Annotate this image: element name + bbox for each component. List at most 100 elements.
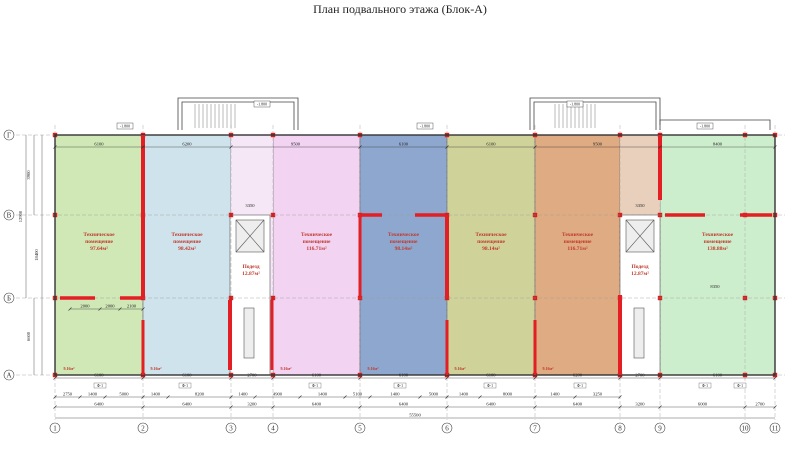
- stair-area-label: 9.16м²: [455, 366, 467, 371]
- landing-label: Подезд: [243, 264, 260, 270]
- room-area: 98.42м²: [178, 246, 196, 252]
- dim-top-value: 6200: [182, 142, 192, 147]
- opening-tag: [93, 382, 107, 389]
- room-label-line1: Техническое: [475, 232, 507, 238]
- landing-label: Подезд: [632, 264, 649, 270]
- grid-axis-label: 1: [53, 425, 57, 433]
- dim-bottom-2-value: 1400: [390, 392, 400, 397]
- dim-bottom-1-value: 6200: [573, 373, 583, 378]
- grid-axis-bubble: [769, 422, 781, 434]
- room-4: [359, 134, 448, 376]
- grid-axis-label: 5: [358, 425, 362, 433]
- dim-left-value: 3900: [26, 170, 31, 180]
- dim-tick: [343, 395, 347, 399]
- dim-mid-value: 3350: [245, 203, 255, 208]
- room-label-line2: помещение: [303, 239, 331, 245]
- partition-walls: [60, 135, 772, 375]
- dim-tick: [141, 145, 145, 149]
- dim-bottom-2-value: 5000: [429, 392, 439, 397]
- outer-walls: [54, 134, 776, 376]
- dim-left-value: 18400: [34, 249, 39, 261]
- dim-tick: [141, 376, 145, 380]
- dim-total-value: 55500: [409, 413, 421, 418]
- dim-bottom-2-value: 1400: [151, 392, 161, 397]
- grid-axis-bubble: [654, 422, 666, 434]
- room-2: [142, 134, 232, 376]
- dim-tick: [368, 395, 372, 399]
- dim-bottom-1-value: 6100: [182, 373, 192, 378]
- dim-left-value: 6600: [26, 331, 31, 341]
- grid-axis-label: 6: [445, 425, 449, 433]
- grid-axis-bubble: [3, 209, 15, 221]
- dim-bottom-2-value: 1400: [550, 392, 560, 397]
- dim-tick: [53, 376, 57, 380]
- dim-bottom-2-value: 1400: [318, 392, 328, 397]
- room-label-line1: Техническое: [388, 232, 420, 238]
- dim-mid-left-value: 2000: [80, 304, 90, 309]
- room-label-line2: помещение: [477, 239, 505, 245]
- column-post: [228, 212, 234, 218]
- opening-tag-label: Ф-1: [487, 384, 493, 388]
- grid-axis-bubble: [3, 129, 15, 141]
- level-mark: [566, 100, 584, 108]
- opening-tag: [698, 382, 712, 389]
- dim-bottom-3-value: 6400: [573, 402, 583, 407]
- level-value: -1.800: [257, 102, 267, 107]
- dim-tick: [229, 145, 233, 149]
- column-post: [228, 295, 234, 301]
- dim-bottom-2-value: 5000: [119, 392, 129, 397]
- dim-bottom-2-value: 1400: [459, 392, 469, 397]
- dim-top-value: 8400: [713, 142, 723, 147]
- dim-tick: [418, 395, 422, 399]
- dim-bottom-1-value: 6100: [486, 373, 496, 378]
- dim-bottom-2-value: 8200: [195, 392, 205, 397]
- dim-mid-value: 3350: [635, 203, 645, 208]
- dim-bottom-2-value: 4900: [273, 392, 283, 397]
- grid-axis-label: 2: [141, 425, 145, 433]
- dim-bottom-3-value: 2700: [755, 402, 765, 407]
- opening-tag: [393, 382, 407, 389]
- grid-axis-label: 8: [618, 425, 622, 433]
- dim-tick: [478, 395, 482, 399]
- dim-bottom-1-value: 6100: [312, 373, 322, 378]
- dim-tick: [141, 395, 145, 399]
- dim-bottom-2-value: 1400: [238, 392, 248, 397]
- dim-bottom-1-value: 6100: [713, 373, 723, 378]
- grid-axis-label: 10: [742, 425, 750, 433]
- grid-axis-bubble: [3, 369, 15, 381]
- room-label-line1: Техническое: [702, 232, 734, 238]
- grid-axis-bubble: [49, 422, 61, 434]
- level-mark: [116, 122, 134, 130]
- opening-tag-label: Ф-1: [397, 384, 403, 388]
- dim-tick: [573, 395, 577, 399]
- stair-area-label: 9.16м²: [151, 366, 163, 371]
- dim-tick: [773, 376, 777, 380]
- grid-axis-label: 3: [229, 425, 233, 433]
- dim-tick: [618, 395, 622, 399]
- dim-tick: [618, 405, 622, 409]
- grid-axis-bubble: [137, 422, 149, 434]
- dim-bottom-3-value: 6400: [399, 402, 409, 407]
- level-mark: [253, 100, 271, 108]
- grid-axis-bubble: [267, 422, 279, 434]
- dim-mid-left-value: 2100: [127, 304, 137, 309]
- dim-bottom-1-value: 6100: [399, 373, 409, 378]
- dim-tick: [141, 405, 145, 409]
- dim-bottom-2-value: 3250: [593, 392, 603, 397]
- dim-tick: [229, 395, 233, 399]
- opening-tag-label: Ф-1: [577, 384, 583, 388]
- level-mark: [696, 122, 714, 130]
- grid-axis-bubble: [614, 422, 626, 434]
- dim-tick: [658, 376, 662, 380]
- room-label-line1: Техническое: [83, 232, 115, 238]
- dim-tick: [445, 395, 449, 399]
- dim-tick: [743, 405, 747, 409]
- dim-tick: [618, 376, 622, 380]
- grid-axis-bubble: [441, 422, 453, 434]
- room-6: [534, 134, 621, 376]
- dim-bottom-3-value: 6400: [182, 402, 192, 407]
- dim-bottom-2-value: 8000: [503, 392, 513, 397]
- page-title: План подвального этажа (Блок-А): [313, 2, 487, 16]
- room-area: 138.88м²: [707, 246, 728, 252]
- dim-bottom-3-value: 6400: [94, 402, 104, 407]
